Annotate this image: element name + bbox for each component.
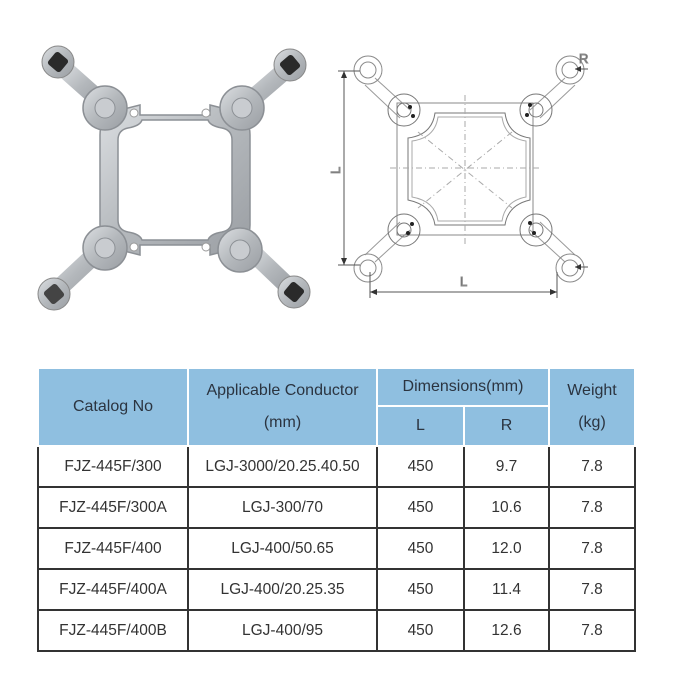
cell-r: 12.6 — [463, 609, 550, 652]
cell-catalog: FJZ-445F/400 — [37, 527, 189, 570]
height-label: L — [330, 167, 343, 174]
cell-catalog: FJZ-445F/300A — [37, 486, 189, 529]
technical-drawing: R L L — [328, 40, 610, 310]
cell-r: 9.7 — [463, 445, 550, 488]
cell-weight: 7.8 — [548, 568, 636, 611]
header-applicable-conductor: Applicable Conductor (mm) — [187, 367, 378, 447]
table-row: FJZ-445F/400B LGJ-400/95 450 12.6 7.8 — [37, 609, 636, 652]
cell-catalog: FJZ-445F/400A — [37, 568, 189, 611]
cell-catalog: FJZ-445F/300 — [37, 445, 189, 488]
header-weight-line2: (kg) — [578, 414, 606, 431]
cell-conductor: LGJ-400/95 — [187, 609, 378, 652]
header-dimensions: Dimensions(mm) — [376, 367, 550, 407]
cell-l: 450 — [376, 486, 465, 529]
cell-conductor: LGJ-400/20.25.35 — [187, 568, 378, 611]
table-row: FJZ-445F/400 LGJ-400/50.65 450 12.0 7.8 — [37, 527, 636, 570]
cell-l: 450 — [376, 568, 465, 611]
cell-r: 12.0 — [463, 527, 550, 570]
header-conductor-line2: (mm) — [263, 414, 302, 431]
table-row: FJZ-445F/400A LGJ-400/20.25.35 450 11.4 … — [37, 568, 636, 611]
width-label: L — [460, 274, 467, 289]
cell-conductor: LGJ-300/70 — [187, 486, 378, 529]
table-row: FJZ-445F/300 LGJ-3000/20.25.40.50 450 9.… — [37, 445, 636, 488]
cell-r: 10.6 — [463, 486, 550, 529]
cell-l: 450 — [376, 609, 465, 652]
cell-weight: 7.8 — [548, 609, 636, 652]
header-dim-r: R — [463, 405, 550, 447]
header-conductor-line1: Applicable Conductor — [206, 382, 359, 399]
cell-catalog: FJZ-445F/400B — [37, 609, 189, 652]
cell-conductor: LGJ-3000/20.25.40.50 — [187, 445, 378, 488]
header-dim-l: L — [376, 405, 465, 447]
header-weight-line1: Weight — [567, 382, 617, 399]
cell-l: 450 — [376, 527, 465, 570]
table-row: FJZ-445F/300A LGJ-300/70 450 10.6 7.8 — [37, 486, 636, 529]
cell-r: 11.4 — [463, 568, 550, 611]
radius-label: R — [579, 51, 588, 66]
cell-l: 450 — [376, 445, 465, 488]
product-photo — [30, 40, 320, 320]
cell-weight: 7.8 — [548, 445, 636, 488]
specification-table: Catalog No Applicable Conductor (mm) Dim… — [37, 367, 636, 652]
cell-weight: 7.8 — [548, 486, 636, 529]
header-catalog-no: Catalog No — [37, 367, 189, 447]
cell-weight: 7.8 — [548, 527, 636, 570]
header-weight: Weight (kg) — [548, 367, 636, 447]
cell-conductor: LGJ-400/50.65 — [187, 527, 378, 570]
